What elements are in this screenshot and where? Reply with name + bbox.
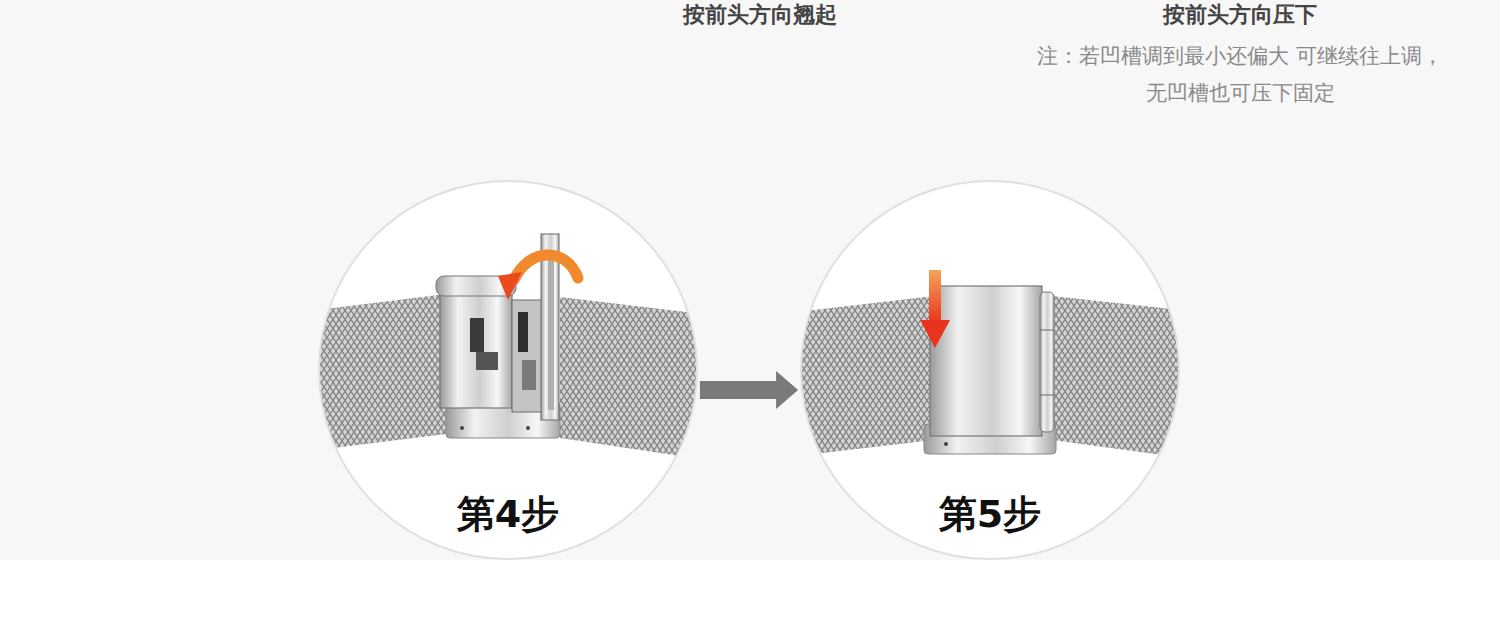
step-circle: 第5步 — [801, 181, 1179, 559]
step-label: 第5步 — [801, 489, 1179, 540]
step-circle: 第4步 — [319, 181, 697, 559]
step-arrow — [700, 371, 798, 409]
instruction-text: 按前头方向压下 — [1163, 0, 1317, 30]
step-label: 第4步 — [319, 489, 697, 540]
instruction-text: 按前头方向翘起 — [683, 0, 837, 30]
note-text: 注：若凹槽调到最小还偏大 可继续往上调，无凹槽也可压下固定 — [1035, 38, 1445, 112]
